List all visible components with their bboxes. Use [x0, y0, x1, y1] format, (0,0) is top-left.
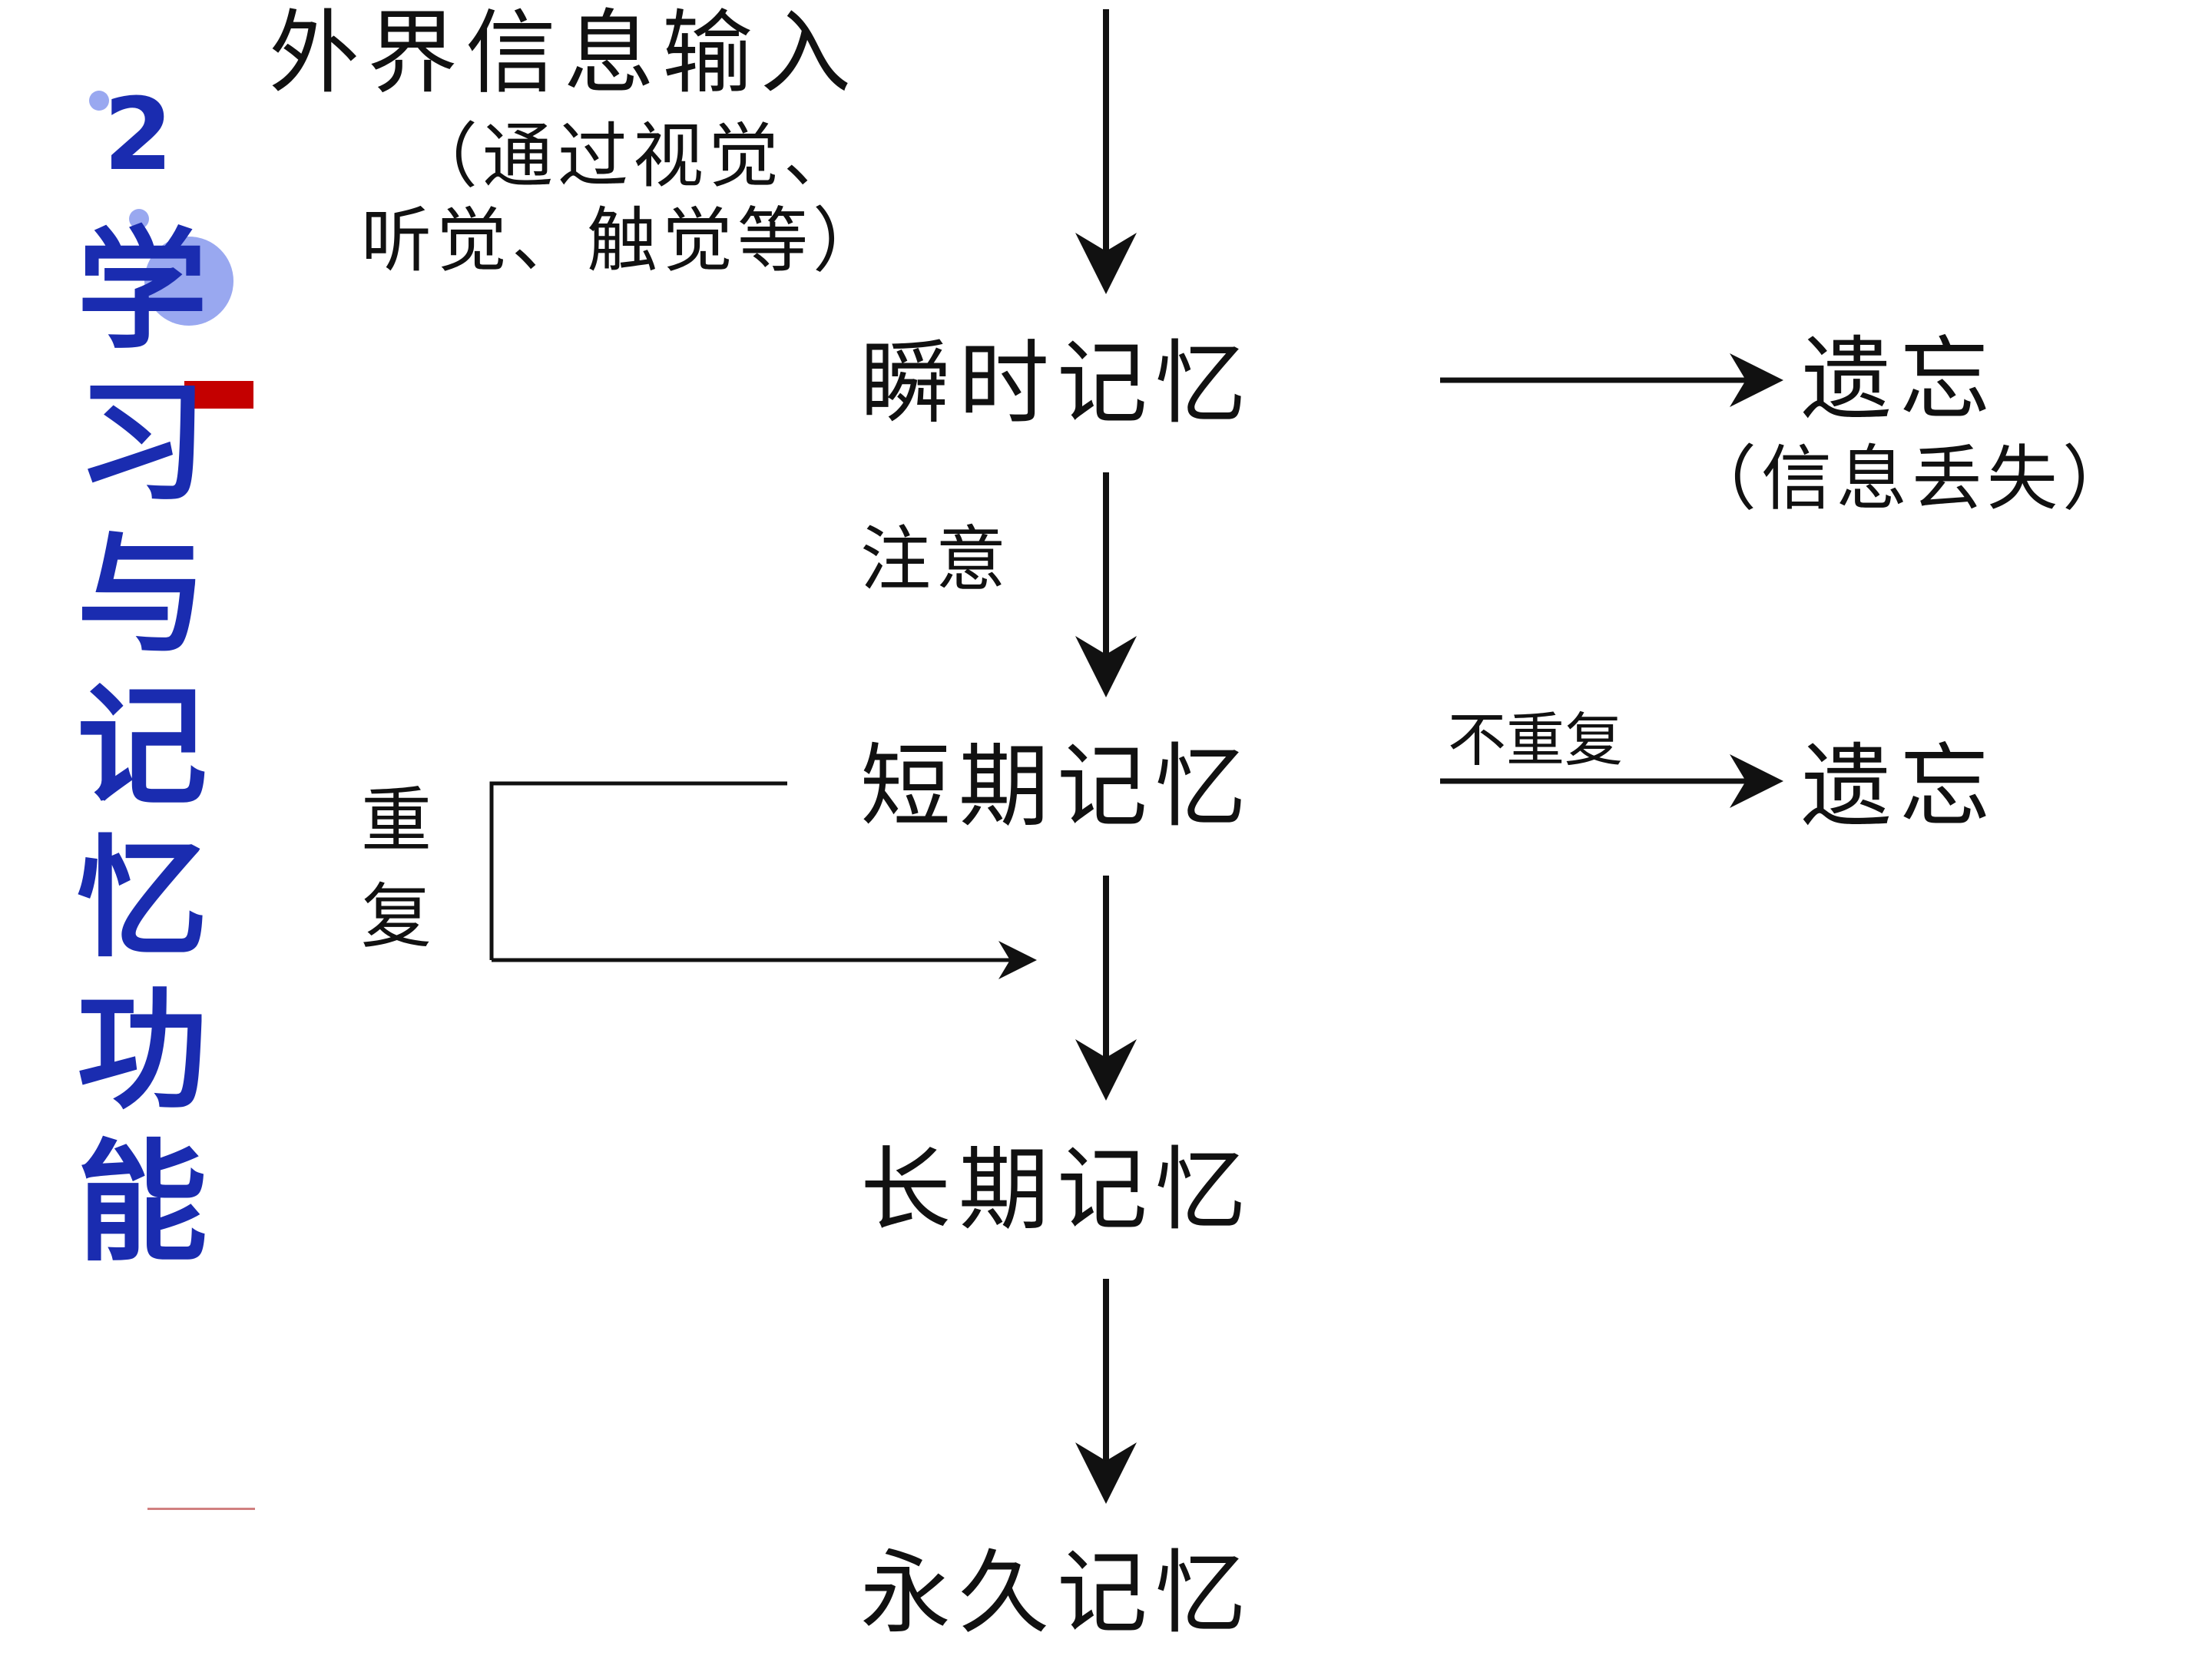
edge-label-no-repeat: 不重复 [1448, 706, 1623, 774]
red-divider-line [147, 1508, 255, 1510]
node-long-term-memory: 长期记忆 [860, 1137, 1253, 1243]
node-short-term-memory: 短期记忆 [860, 733, 1253, 839]
edge-label-repeat-1: 重 [361, 780, 436, 862]
section-number: 2 [103, 76, 174, 193]
side-title: 2 学习与记忆功能 [77, 69, 208, 1280]
decor-dot-small-top [89, 91, 109, 111]
red-accent-bar [184, 381, 253, 409]
forget-note: （信息丢失） [1686, 438, 2137, 520]
edge-label-attention: 注意 [860, 518, 1011, 601]
repeat-loop-bracket [489, 781, 787, 960]
forget-label-2: 遗忘 [1801, 733, 1998, 839]
section-title: 学习与记忆功能 [77, 215, 208, 1280]
input-detail-line2: 听觉、触觉等） [361, 200, 888, 282]
decor-dot-small [129, 209, 149, 229]
input-detail-line1: （通过视觉、 [407, 115, 859, 197]
node-permanent-memory: 永久记忆 [860, 1540, 1253, 1646]
node-sensory-memory: 瞬时记忆 [860, 330, 1253, 436]
edge-label-repeat-2: 复 [361, 876, 436, 958]
decor-dot-large [144, 237, 233, 326]
input-label: 外界信息输入 [269, 0, 859, 106]
forget-label-1: 遗忘 [1801, 326, 1998, 432]
